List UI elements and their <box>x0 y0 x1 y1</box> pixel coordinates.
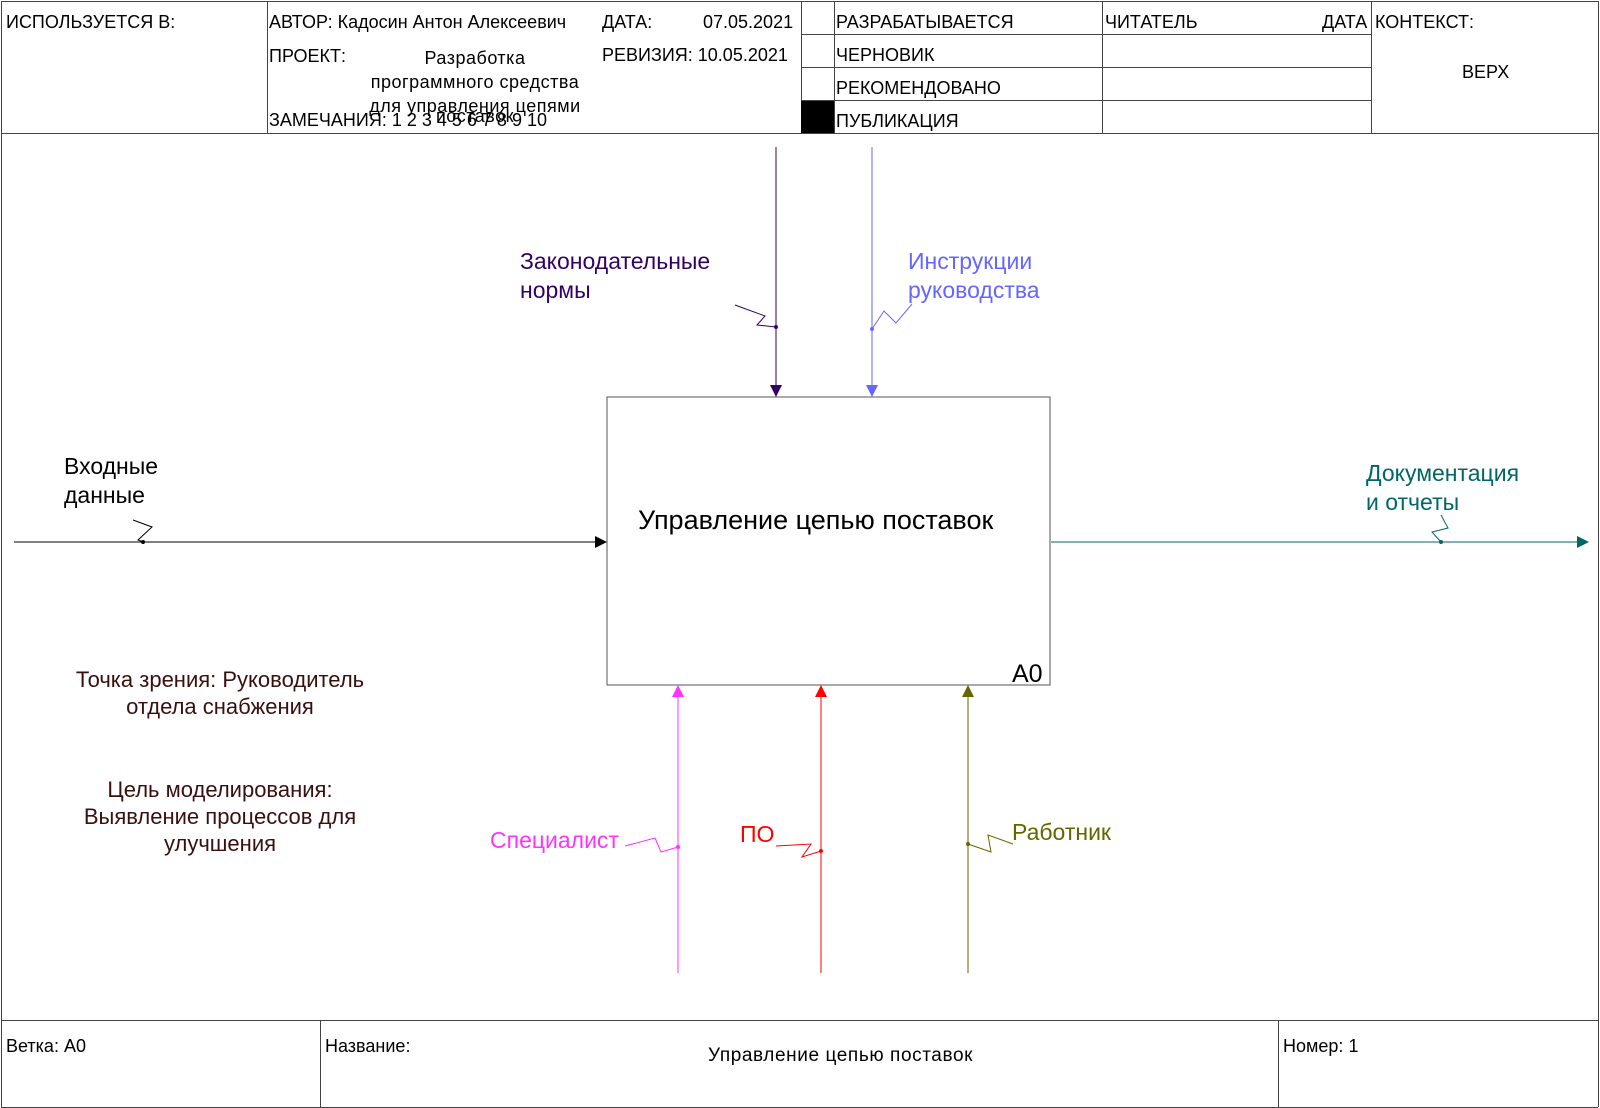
mechanism-arrow-software[interactable] <box>775 685 827 973</box>
notes-field: ЗАМЕЧАНИЯ: 1 2 3 4 5 6 7 8 9 10 <box>269 110 547 131</box>
function-box-a0[interactable] <box>606 396 1051 686</box>
mechanism-arrow-specialist[interactable] <box>624 685 684 973</box>
mechanism-arrow-worker[interactable] <box>962 685 1014 973</box>
author-value: Кадосин Антон Алексеевич <box>337 12 567 32</box>
publication-status-marker <box>801 101 834 133</box>
number-label: Номер: <box>1283 1036 1344 1056</box>
date-value: 07.05.2021 <box>703 12 794 32</box>
date-label: ДАТА: <box>602 12 653 32</box>
control-arrow-legislation[interactable] <box>734 147 782 397</box>
viewpoint-note: Точка зрения: Руководитель отдела снабже… <box>75 667 365 719</box>
status-recommended: РЕКОМЕНДОВАНО <box>836 78 1001 98</box>
number-field: Номер: 1 <box>1283 1036 1358 1057</box>
control-arrow-instructions[interactable] <box>866 147 913 397</box>
project-value: Разработка программного средства для упр… <box>369 48 581 126</box>
notes-label: ЗАМЕЧАНИЯ: <box>269 110 387 130</box>
name-value: Управление цепью поставок <box>708 1045 974 1066</box>
notes-value: 1 2 3 4 5 6 7 8 9 10 <box>391 110 547 130</box>
revision-label: РЕВИЗИЯ: <box>602 45 693 65</box>
status-publication: ПУБЛИКАЦИЯ <box>836 111 959 131</box>
number-value: 1 <box>1348 1036 1359 1056</box>
revision-value: 10.05.2021 <box>697 45 788 65</box>
mechanism-label-worker: Работник <box>1012 819 1111 845</box>
control-label-legislation: Законодательные нормы <box>520 248 711 303</box>
reader-date-label: ДАТА <box>1322 12 1368 32</box>
project-label: ПРОЕКТ: <box>269 46 347 66</box>
input-arrow-label: Входные данные <box>64 453 159 508</box>
context-value: ВЕРХ <box>1462 62 1510 82</box>
branch-label: Ветка: <box>6 1036 59 1056</box>
purpose-note: Цель моделирования: Выявление процессов … <box>83 777 357 856</box>
author-field: АВТОР: Кадосин Антон Алексеевич <box>269 12 566 33</box>
author-label: АВТОР: <box>269 12 333 32</box>
name-label: Название: <box>325 1036 411 1056</box>
output-arrow[interactable] <box>1051 514 1589 548</box>
input-arrow[interactable] <box>14 519 607 548</box>
mechanism-label-specialist: Специалист <box>490 827 619 853</box>
revision-field: РЕВИЗИЯ: 10.05.2021 <box>602 45 788 66</box>
reader-label: ЧИТАТЕЛЬ <box>1105 12 1198 32</box>
branch-field: Ветка: A0 <box>6 1036 86 1057</box>
status-working: РАЗРАБАТЫВАЕТСЯ <box>836 12 1014 32</box>
used-in-label: ИСПОЛЬЗУЕТСЯ В: <box>6 12 176 32</box>
function-box-node-id: A0 <box>1012 660 1043 688</box>
context-label: КОНТЕКСТ: <box>1375 12 1474 32</box>
output-arrow-label: Документация и отчеты <box>1366 460 1520 515</box>
mechanism-label-software: ПО <box>740 821 775 847</box>
branch-value: A0 <box>63 1036 86 1056</box>
status-draft: ЧЕРНОВИК <box>836 45 935 65</box>
control-label-instructions: Инструкции руководства <box>908 248 1040 303</box>
function-box-title: Управление цепью поставок <box>638 505 994 535</box>
